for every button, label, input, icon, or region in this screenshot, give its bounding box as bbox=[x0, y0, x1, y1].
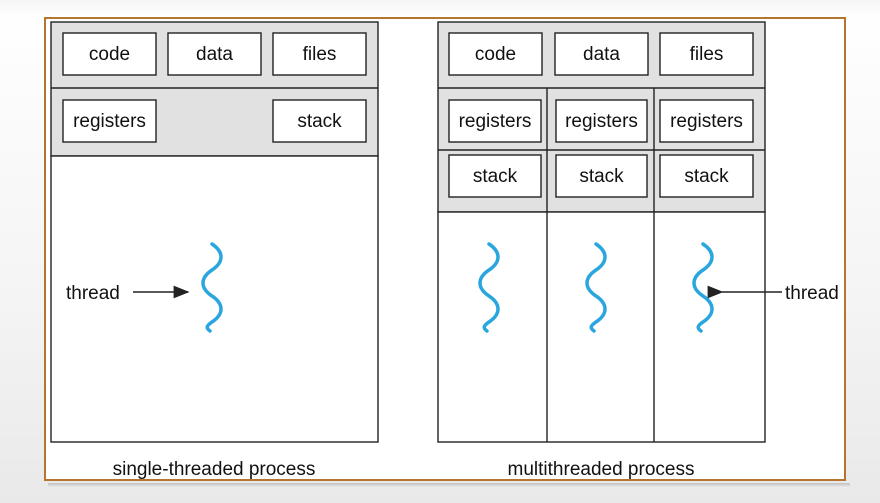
multi-code-label: code bbox=[475, 44, 516, 65]
multithreaded-process: code data files registers stack register… bbox=[437, 21, 839, 480]
multi-thread3-registers-label: registers bbox=[670, 111, 743, 132]
multi-thread2-stack-label: stack bbox=[579, 166, 624, 187]
multi-thread2-registers-label: registers bbox=[565, 111, 638, 132]
multi-code-box bbox=[448, 32, 543, 76]
frame-shadow bbox=[48, 483, 850, 487]
multi-thread3-stack-box bbox=[659, 154, 754, 198]
multi-thread1-registers-label: registers bbox=[459, 111, 532, 132]
multi-files-label: files bbox=[690, 44, 724, 65]
single-code-label: code bbox=[89, 44, 130, 65]
single-code-box bbox=[62, 32, 157, 76]
multi-data-label: data bbox=[583, 44, 620, 65]
multi-files-box bbox=[659, 32, 754, 76]
single-stack-label: stack bbox=[297, 111, 342, 132]
single-registers-box bbox=[62, 99, 157, 143]
single-threaded-process: code data files registers stack thread s… bbox=[50, 21, 379, 480]
single-files-box bbox=[272, 32, 367, 76]
multi-caption: multithreaded process bbox=[508, 459, 695, 480]
single-caption: single-threaded process bbox=[113, 459, 316, 480]
multi-thread3-wave-icon bbox=[692, 242, 714, 333]
single-registers-label: registers bbox=[73, 111, 146, 132]
multi-thread-label: thread bbox=[785, 283, 839, 304]
multi-thread1-stack-box bbox=[448, 154, 542, 198]
single-data-label: data bbox=[196, 44, 233, 65]
slide-background bbox=[0, 0, 880, 18]
multi-thread2-stack-box bbox=[555, 154, 648, 198]
single-thread-wave-icon bbox=[201, 242, 223, 333]
multi-thread3-registers-box bbox=[659, 99, 754, 143]
multi-thread2-wave-icon bbox=[585, 242, 607, 333]
single-thread-label: thread bbox=[66, 283, 120, 304]
single-stack-box bbox=[272, 99, 367, 143]
multi-thread2-registers-box bbox=[555, 99, 648, 143]
single-data-box bbox=[167, 32, 262, 76]
multi-thread3-stack-label: stack bbox=[684, 166, 729, 187]
multi-data-box bbox=[554, 32, 649, 76]
multi-thread1-stack-label: stack bbox=[473, 166, 518, 187]
multi-thread1-wave-icon bbox=[478, 242, 500, 333]
single-files-label: files bbox=[303, 44, 337, 65]
multi-thread1-registers-box bbox=[448, 99, 542, 143]
